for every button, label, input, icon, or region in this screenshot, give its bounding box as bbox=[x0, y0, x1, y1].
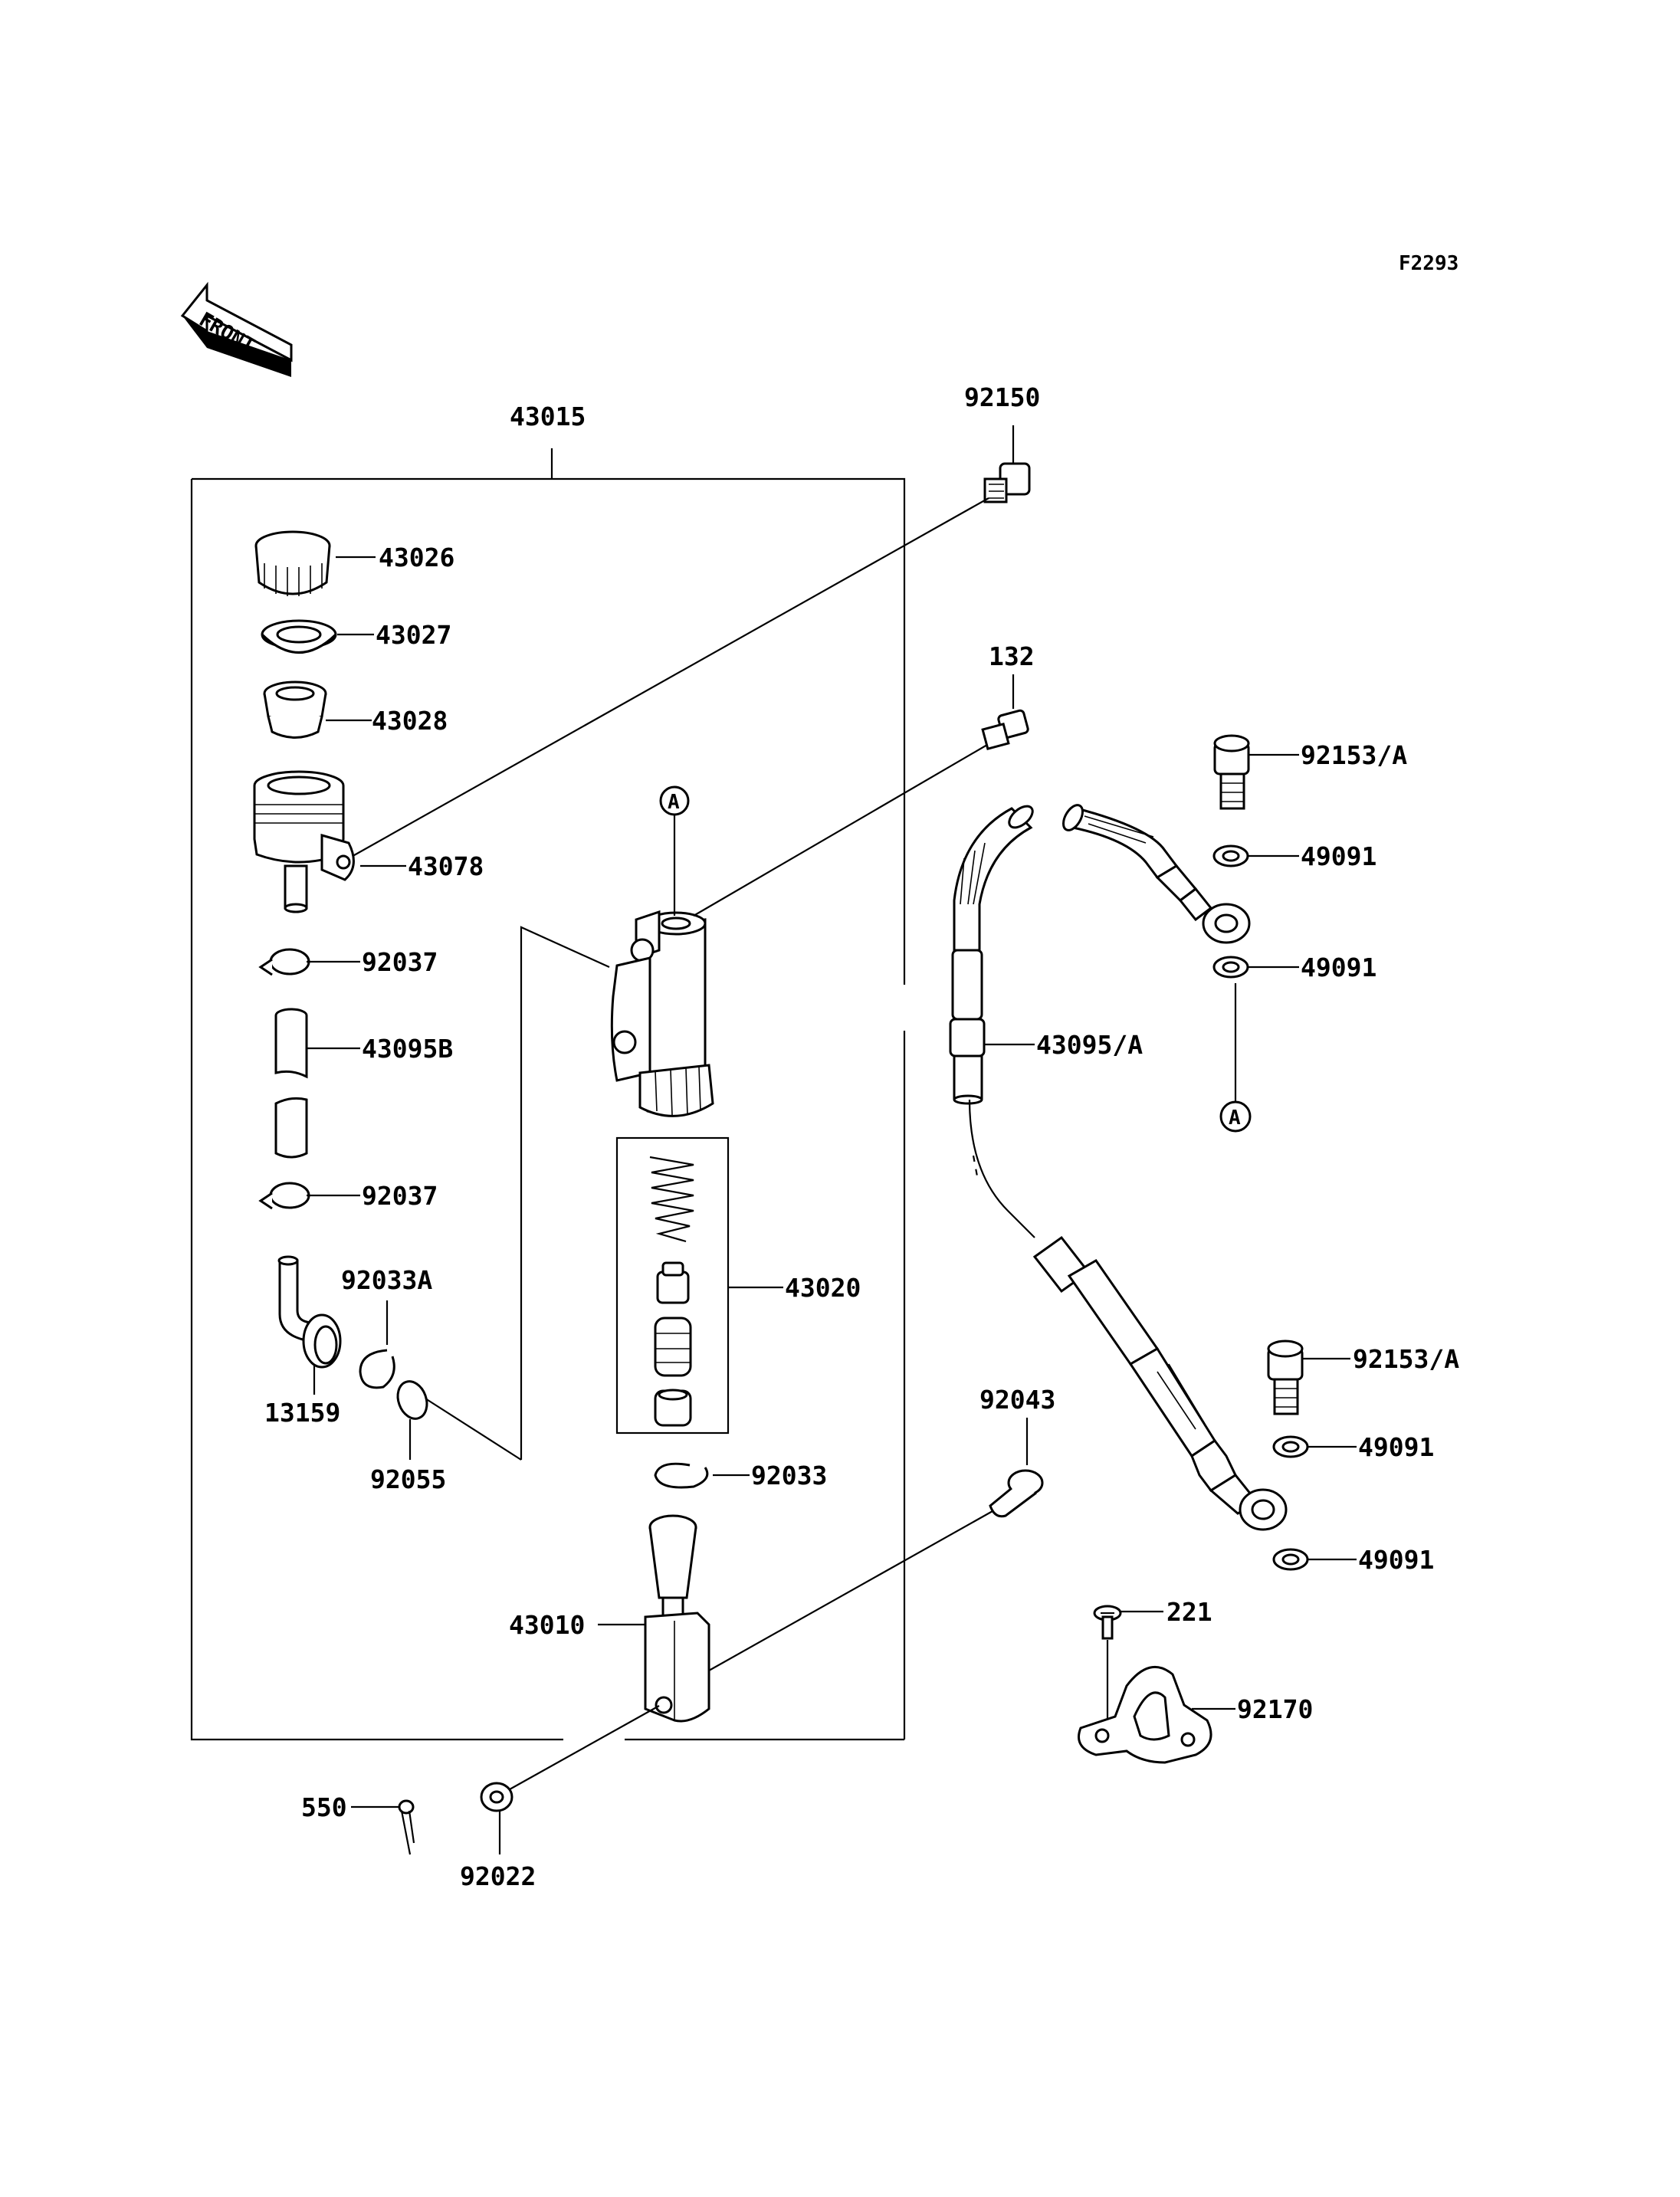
label-49091-2: 49091 bbox=[1301, 953, 1376, 982]
label-92022: 92022 bbox=[460, 1861, 536, 1891]
label-92043: 92043 bbox=[979, 1385, 1055, 1415]
circlip-92033a bbox=[359, 1300, 395, 1389]
bleeder-bolt-132 bbox=[693, 674, 1029, 917]
label-92037-upper: 92037 bbox=[362, 947, 438, 977]
label-221: 221 bbox=[1166, 1597, 1212, 1627]
hose-clamp-92037-upper bbox=[258, 948, 360, 976]
master-cylinder-body bbox=[610, 910, 714, 1117]
label-92170: 92170 bbox=[1237, 1694, 1313, 1724]
assembly-bracket-43015 bbox=[190, 448, 906, 1741]
label-49091-3: 49091 bbox=[1358, 1432, 1434, 1462]
label-43010: 43010 bbox=[509, 1610, 585, 1640]
piston-kit-43020 bbox=[615, 1136, 783, 1435]
label-550: 550 bbox=[301, 1792, 347, 1822]
cotter-pin-550 bbox=[351, 1799, 415, 1855]
o-ring-92055 bbox=[396, 1380, 522, 1461]
figure-code: F2293 bbox=[1399, 252, 1459, 275]
label-43095b: 43095B bbox=[362, 1034, 453, 1064]
label-92150: 92150 bbox=[964, 382, 1040, 412]
banjo-bolt-92153a-lower bbox=[1267, 1340, 1350, 1415]
hose-43095b bbox=[274, 1008, 360, 1159]
ref-a-marker-top: A bbox=[659, 785, 690, 916]
label-49091-4: 49091 bbox=[1358, 1545, 1434, 1575]
label-43027: 43027 bbox=[376, 620, 451, 650]
banjo-bolt-92153a-upper bbox=[1213, 734, 1299, 810]
label-92033a: 92033A bbox=[341, 1265, 432, 1295]
washer-49091-3 bbox=[1272, 1435, 1357, 1458]
reservoir-cap-43026 bbox=[254, 530, 376, 596]
clevis-pin-92043 bbox=[708, 1418, 1044, 1671]
bolt-92150 bbox=[983, 425, 1031, 503]
washer-49091-2 bbox=[1212, 956, 1299, 1102]
label-43078: 43078 bbox=[408, 851, 484, 881]
circlip-92033 bbox=[654, 1462, 750, 1489]
washer-92022 bbox=[480, 1705, 660, 1854]
hose-clamp-92037-lower bbox=[258, 1182, 360, 1210]
reservoir-plate-43027 bbox=[261, 619, 374, 654]
leader-92150 bbox=[348, 497, 989, 859]
label-92033: 92033 bbox=[751, 1461, 827, 1490]
label-43015: 43015 bbox=[510, 402, 586, 431]
svg-text:A: A bbox=[1229, 1107, 1241, 1130]
label-43028: 43028 bbox=[372, 706, 448, 736]
washer-49091-4 bbox=[1272, 1548, 1357, 1571]
label-92153a-lower: 92153/A bbox=[1353, 1344, 1459, 1374]
screw-221 bbox=[1093, 1605, 1163, 1728]
washer-49091-1 bbox=[1212, 844, 1299, 867]
label-13159: 13159 bbox=[264, 1398, 340, 1428]
label-43026: 43026 bbox=[379, 543, 454, 572]
diaphragm-43028 bbox=[263, 680, 372, 739]
label-49091-1: 49091 bbox=[1301, 841, 1376, 871]
reservoir-43078 bbox=[253, 770, 406, 913]
brake-hose-43095a bbox=[949, 804, 1288, 1531]
label-43020: 43020 bbox=[785, 1273, 861, 1303]
svg-text:A: A bbox=[668, 791, 680, 814]
elbow-fitting-13159 bbox=[277, 1255, 342, 1395]
push-rod-43010 bbox=[598, 1514, 710, 1723]
label-92153a-upper: 92153/A bbox=[1301, 740, 1407, 770]
hose-clamp-92170 bbox=[1078, 1666, 1235, 1764]
label-132: 132 bbox=[989, 641, 1035, 671]
label-92037-lower: 92037 bbox=[362, 1181, 438, 1211]
leader-cylinder-group bbox=[520, 926, 610, 1460]
label-43095a: 43095/A bbox=[1036, 1030, 1143, 1060]
label-92055: 92055 bbox=[370, 1464, 446, 1494]
front-arrow-icon: FRONT bbox=[180, 281, 293, 377]
ref-a-marker-right: A bbox=[1219, 1100, 1252, 1133]
